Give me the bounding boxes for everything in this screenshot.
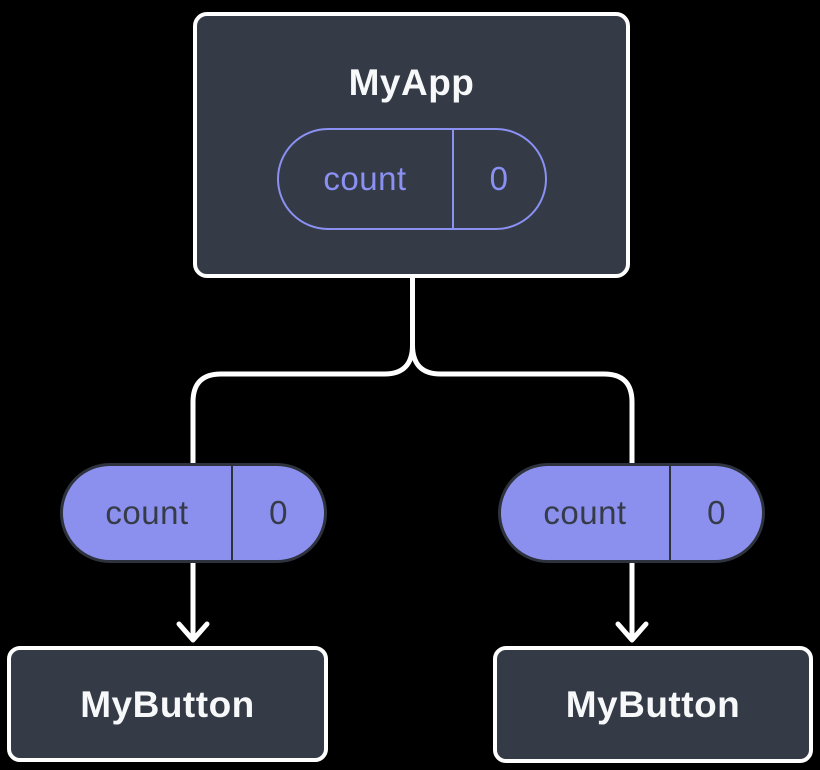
child-node: MyButton	[493, 646, 813, 763]
child-node-title: MyButton	[565, 684, 741, 725]
state-value: 0	[489, 160, 509, 197]
prop-pill: count 0	[60, 463, 327, 563]
root-node-title: MyApp	[348, 62, 475, 103]
state-name-label: count	[279, 130, 454, 228]
prop-value: 0	[269, 494, 288, 531]
branch-left-line	[190, 274, 415, 641]
branch-right-line	[410, 274, 635, 641]
prop-name-label: count	[63, 466, 233, 560]
prop-value: 0	[707, 494, 726, 531]
prop-name-label: count	[501, 466, 671, 560]
arrow-down-icon	[176, 621, 210, 643]
prop-pill: count 0	[498, 463, 765, 563]
state-pill: count 0	[276, 128, 547, 230]
child-node: MyButton	[7, 646, 328, 762]
arrow-down-icon	[615, 621, 649, 643]
root-node: MyApp count 0	[193, 12, 630, 278]
child-node-title: MyButton	[80, 683, 255, 725]
